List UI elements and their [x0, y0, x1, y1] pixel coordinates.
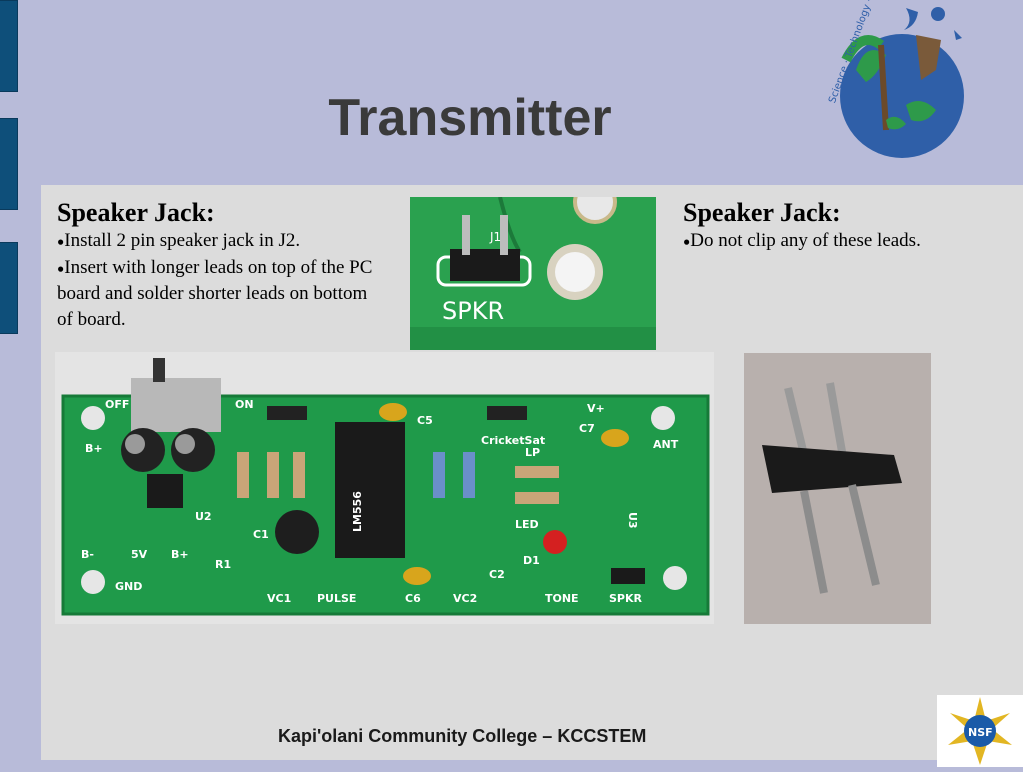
right-bullet-1-text: Do not clip any of these leads. [690, 230, 921, 251]
nsf-logo: NSF [937, 695, 1023, 767]
pcb-label-pulse: PULSE [317, 592, 356, 605]
pcb-label-lm556: LM556 [351, 491, 364, 532]
pcb-label-5v: 5V [131, 548, 148, 561]
left-bullet-2: ●Insert with longer leads on top of the … [57, 255, 387, 334]
pcb-label-vc1: VC1 [267, 592, 291, 605]
pcb-label-cricketsat: CricketSat [481, 434, 545, 447]
pcb-label-u2: U2 [195, 510, 212, 523]
left-bullet-1: ●Install 2 pin speaker jack in J2. [57, 228, 387, 255]
pcb-label-tone: TONE [545, 592, 579, 605]
pcb-label-c6: C6 [405, 592, 421, 605]
pcb-label-c7: C7 [579, 422, 595, 435]
side-tab-3 [0, 242, 18, 334]
side-tab-2 [0, 118, 18, 210]
speaker-jack-photo [744, 353, 931, 624]
right-text-block: Speaker Jack: ●Do not clip any of these … [683, 198, 1013, 255]
closeup-photo: J1 SPKR [410, 197, 656, 350]
left-text-block: Speaker Jack: ●Install 2 pin speaker jac… [57, 198, 387, 333]
pcb-label-c2: C2 [489, 568, 505, 581]
pcb-label-r1: R1 [215, 558, 231, 571]
stem-logo: Science · Technology · Engineering · Mat… [826, 0, 986, 190]
left-heading: Speaker Jack: [57, 198, 215, 227]
pcb-label-c5: C5 [417, 414, 433, 427]
left-bullet-1-text: Install 2 pin speaker jack in J2. [64, 230, 301, 251]
pcb-label-c1: C1 [253, 528, 269, 541]
right-heading: Speaker Jack: [683, 198, 841, 227]
right-bullet-1: ●Do not clip any of these leads. [683, 228, 1013, 255]
pcb-label-on: ON [235, 398, 254, 411]
slide-title: Transmitter [328, 89, 612, 147]
pcb-label-u3: U3 [626, 512, 639, 529]
pcb-label-led: LED [515, 518, 539, 531]
pcb-label-off: OFF [105, 398, 129, 411]
pcb-label-bplus-2: B+ [171, 548, 189, 561]
closeup-label-spkr: SPKR [442, 297, 504, 325]
pcb-label-bplus: B+ [85, 442, 103, 455]
closeup-label-j1: J1 [489, 230, 501, 244]
pcb-label-gnd: GND [115, 580, 142, 593]
pcb-label-vplus: V+ [587, 402, 605, 415]
side-tab-1 [0, 0, 18, 92]
pcb-label-d1: D1 [523, 554, 540, 567]
bullet-dot: ● [57, 234, 65, 249]
board-photo: OFF ON B+ B- 5V B+ U2 GND R1 C1 VC1 PULS… [55, 352, 714, 624]
slide-footer: Kapi'olani Community College – KCCSTEM [278, 726, 647, 746]
bullet-dot: ● [683, 234, 691, 249]
pcb-label-ant: ANT [653, 438, 679, 451]
bullet-dot: ● [57, 261, 65, 276]
pcb-label-spkr: SPKR [609, 592, 643, 605]
left-bullet-2-text: Insert with longer leads on top of the P… [57, 256, 373, 331]
pcb-label-vc2: VC2 [453, 592, 477, 605]
nsf-logo-text: NSF [968, 726, 993, 739]
pcb-label-lp: LP [525, 446, 540, 459]
pcb-label-bminus: B- [81, 548, 94, 561]
